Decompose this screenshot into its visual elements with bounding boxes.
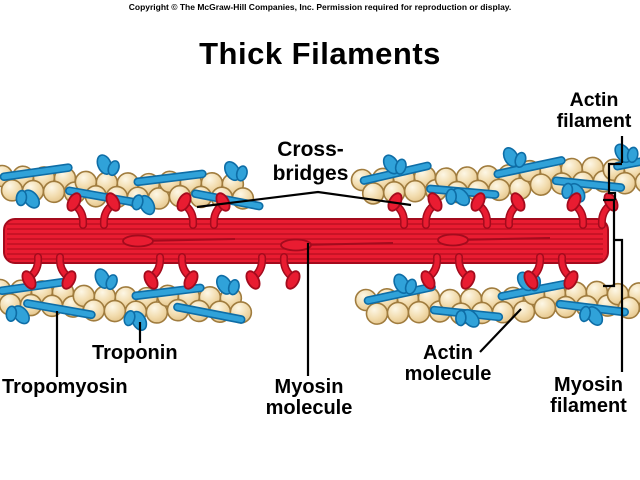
label-myosin-filament: Myosin filament xyxy=(550,374,627,417)
label-actin-filament: Actin filament xyxy=(556,89,632,132)
label-myosin-molecule: Myosin molecule xyxy=(265,376,353,419)
myosin-filament-graphic xyxy=(3,191,621,291)
myosin-filament-bracket xyxy=(603,198,616,288)
cross-bridges-pointer-line xyxy=(196,190,412,209)
actin-molecule-pointer-line xyxy=(479,308,522,353)
troponin-complex xyxy=(91,265,121,293)
label-troponin: Troponin xyxy=(92,342,178,364)
label-tropomyosin: Tropomyosin xyxy=(2,376,128,398)
pointer-lines xyxy=(55,136,624,377)
actin-filament-bracket xyxy=(607,162,622,200)
label-actin-molecule: Actin molecule xyxy=(404,342,492,385)
cross-bridge-icon xyxy=(602,191,621,225)
myosin-filament-pointer-line xyxy=(614,238,624,372)
page-title: Thick Filaments xyxy=(199,36,441,71)
actin-filament-bottom-right-graphic xyxy=(354,265,640,337)
copyright-text: Copyright © The McGraw-Hill Companies, I… xyxy=(128,2,512,12)
actin-filament-top-left-graphic xyxy=(0,151,265,220)
label-cross-bridges: Cross- bridges xyxy=(272,138,349,185)
troponin-complex xyxy=(93,151,123,179)
